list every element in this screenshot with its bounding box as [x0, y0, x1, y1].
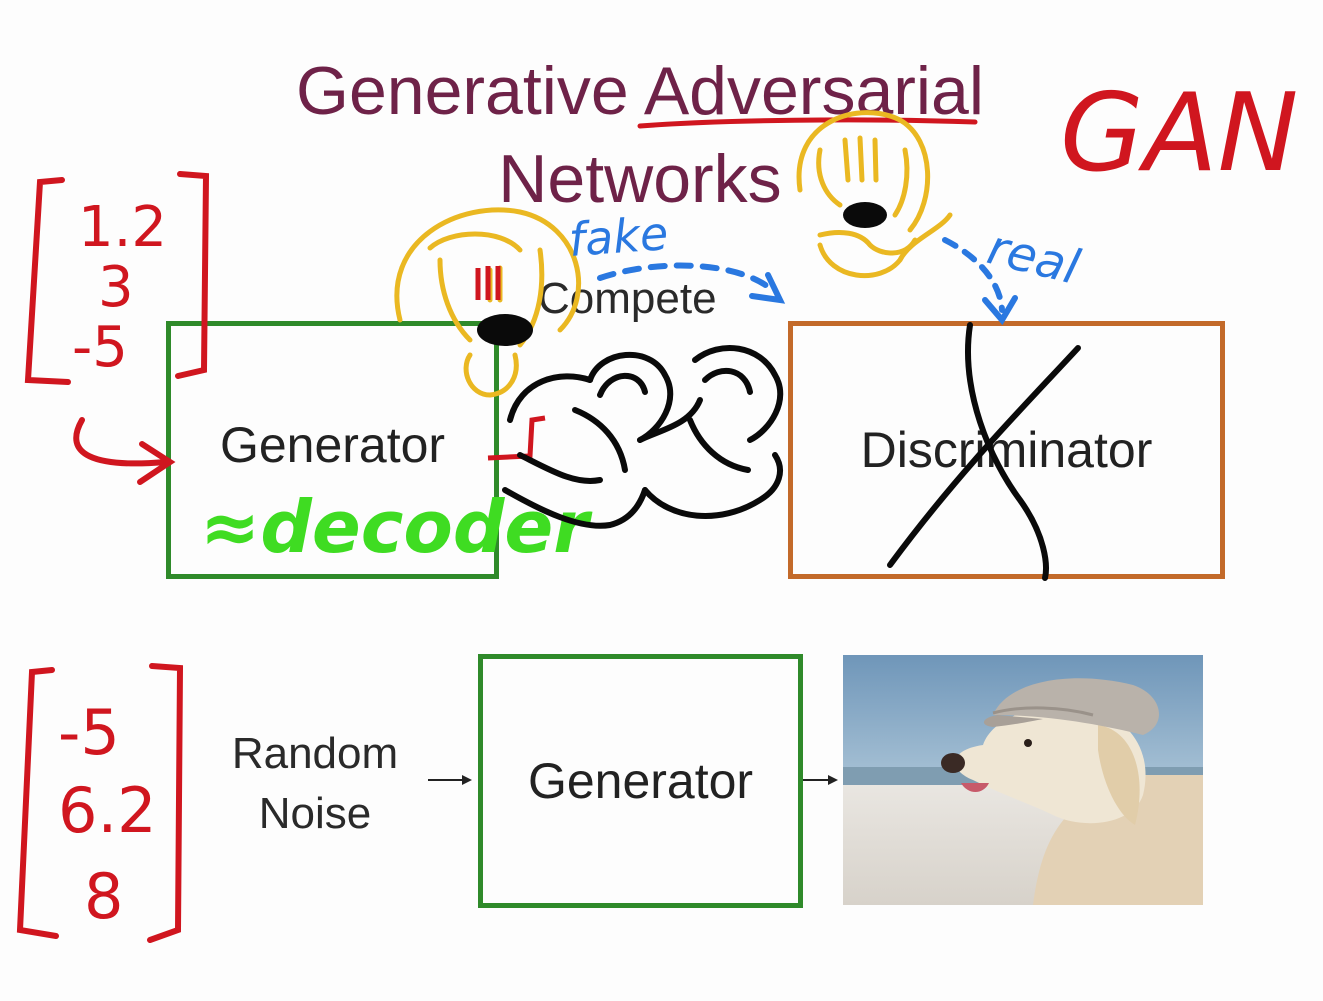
slide-title-line2: Networks	[498, 141, 782, 217]
generator-to-image-arrowhead	[828, 775, 838, 785]
real-arrow-head	[982, 295, 1018, 326]
top-vector-value-1: 3	[98, 255, 134, 320]
red-marks-left	[475, 266, 501, 300]
random-noise-label: Random Noise	[210, 724, 420, 844]
bottom-vector-value-0: -5	[58, 696, 120, 769]
bottom-generator-box: Generator	[478, 654, 803, 908]
bottom-vector-value-1: 6.2	[58, 774, 157, 847]
discriminator-label: Discriminator	[860, 422, 1153, 478]
bottom-vector-right-bracket	[147, 663, 184, 943]
real-annotation: real	[982, 219, 1085, 296]
noise-to-generator-arrowhead	[462, 775, 472, 785]
bottom-generator-label: Generator	[527, 753, 754, 809]
bottom-vector-left-bracket	[16, 667, 59, 939]
top-generator-label: Generator	[219, 417, 446, 473]
vector-arrow	[73, 417, 168, 467]
slide-title-line1: Generative Adversarial	[296, 53, 984, 129]
random-noise-line2: Noise	[258, 789, 372, 838]
random-noise-line1: Random	[231, 729, 399, 778]
discriminator-box: Discriminator	[788, 321, 1225, 579]
real-arrow	[942, 237, 1005, 313]
arm-wrestle-doodle	[502, 345, 784, 529]
compete-label: Compete	[538, 274, 717, 323]
output-dog-photo	[843, 655, 1203, 905]
top-generator-box: Generator	[166, 321, 499, 579]
fake-arrow-head	[749, 272, 786, 304]
bottom-vector-value-2: 8	[84, 860, 123, 933]
top-vector-left-bracket	[24, 177, 71, 385]
top-vector-value-2: -5	[72, 315, 128, 380]
